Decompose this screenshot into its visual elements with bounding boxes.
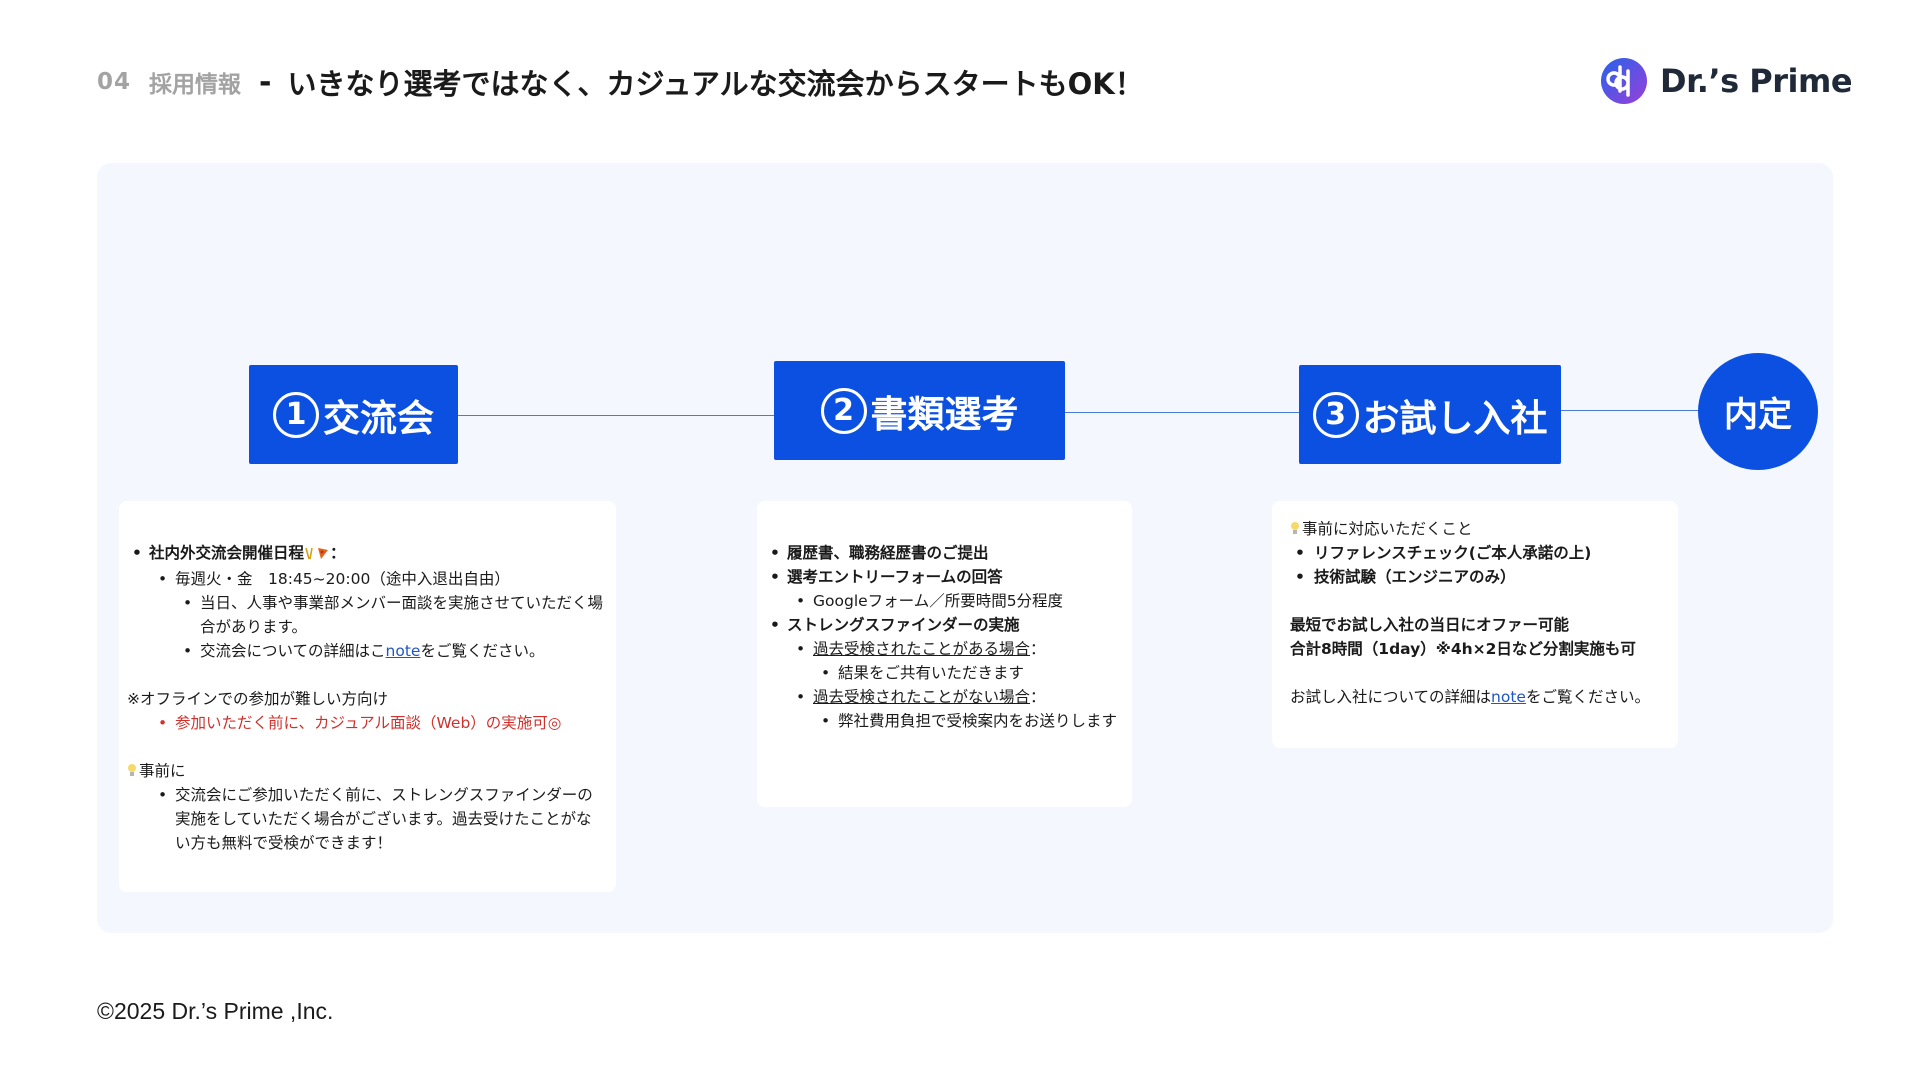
stage-number-badge: 1: [273, 391, 319, 438]
copyright: ©2025 Dr.’s Prime ,Inc.: [97, 998, 334, 1024]
card-document-screening: 履歴書、職務経歴書のご提出 選考エントリーフォームの回答 Googleフォーム／…: [757, 501, 1132, 807]
page-title: いきなり選考ではなく、カジュアルな交流会からスタートもOK！: [287, 67, 1144, 101]
list-item: 過去受検されたことがない場合：: [765, 685, 1124, 709]
offer-note: 最短でお試し入社の当日にオファー可能: [1290, 616, 1570, 634]
stage-exchange-meeting: 1 交流会: [249, 365, 458, 464]
prep-heading: 事前に: [127, 759, 606, 783]
list-item: 参加いただく前に、カジュアル面談（Web）の実施可◎: [127, 711, 606, 735]
list-item: 履歴書、職務経歴書のご提出: [765, 541, 1124, 565]
list-item: 社内外交流会開催日程：: [127, 541, 606, 567]
prep-heading: 事前に対応いただくこと: [1290, 517, 1670, 541]
list-item: 毎週火・金 18:45~20:00（途中入退出自由）: [127, 567, 606, 591]
list-item: 当日、人事や事業部メンバー面談を実施させていただく場合があります。: [127, 591, 606, 639]
list-item: Googleフォーム／所要時間5分程度: [765, 589, 1124, 613]
note-link[interactable]: note: [385, 642, 421, 660]
list-item: 選考エントリーフォームの回答: [765, 565, 1124, 589]
list-item: 過去受検されたことがある場合：: [765, 637, 1124, 661]
final-stage-label: 内定: [1724, 395, 1792, 435]
list-item: ストレングスファインダーの実施: [765, 613, 1124, 637]
brand-logo: Dr.’s Prime: [1600, 56, 1853, 106]
offline-heading: ※オフラインでの参加が難しい方向け: [127, 690, 388, 708]
connector-line-1: [458, 415, 774, 416]
drs-prime-logo-icon: [1601, 58, 1647, 104]
connector-line-3: [1558, 410, 1700, 411]
title-separator: -: [259, 64, 272, 100]
lightbulb-icon: [128, 764, 136, 776]
note-link[interactable]: note: [1491, 688, 1526, 706]
lightbulb-icon: [1291, 522, 1299, 534]
detail-note: お試し入社についての詳細はnoteをご覧ください。: [1290, 688, 1650, 706]
toast-pizza-emoji-icon: [304, 543, 330, 567]
stage-trial-employment: 3 お試し入社: [1299, 365, 1561, 464]
list-item: リファレンスチェック(ご本人承諾の上): [1290, 541, 1670, 565]
list-item: 技術試験（エンジニアのみ）: [1290, 565, 1670, 589]
stage-label: 書類選考: [870, 392, 1019, 436]
card-trial-employment: 事前に対応いただくこと リファレンスチェック(ご本人承諾の上) 技術試験（エンジ…: [1272, 501, 1678, 748]
connector-line-2: [1063, 412, 1299, 413]
card-exchange-meeting: 社内外交流会開催日程： 毎週火・金 18:45~20:00（途中入退出自由） 当…: [119, 501, 616, 892]
list-item: 交流会にご参加いただく前に、ストレングスファインダーの実施をしていただく場合がご…: [127, 783, 606, 855]
section-number: 04: [97, 69, 132, 95]
stage-number-badge: 2: [820, 387, 867, 434]
stage-label: 交流会: [323, 396, 434, 440]
page-header: 04 採用情報 - いきなり選考ではなく、カジュアルな交流会からスタートもOK！: [97, 58, 1144, 106]
stage-job-offer: 内定: [1698, 353, 1818, 470]
list-item: 交流会についての詳細はこnoteをご覧ください。: [127, 639, 606, 663]
offer-note: 合計8時間（1day）※4h×2日など分割実施も可: [1290, 640, 1636, 658]
list-item: 結果をご共有いただきます: [765, 661, 1124, 685]
stage-document-screening: 2 書類選考: [774, 361, 1065, 460]
brand-name: Dr.’s Prime: [1660, 62, 1853, 100]
section-name: 採用情報: [149, 72, 242, 98]
stage-label: お試し入社: [1362, 396, 1548, 440]
stage-number-badge: 3: [1312, 391, 1359, 438]
list-item: 弊社費用負担で受検案内をお送りします: [765, 709, 1124, 733]
